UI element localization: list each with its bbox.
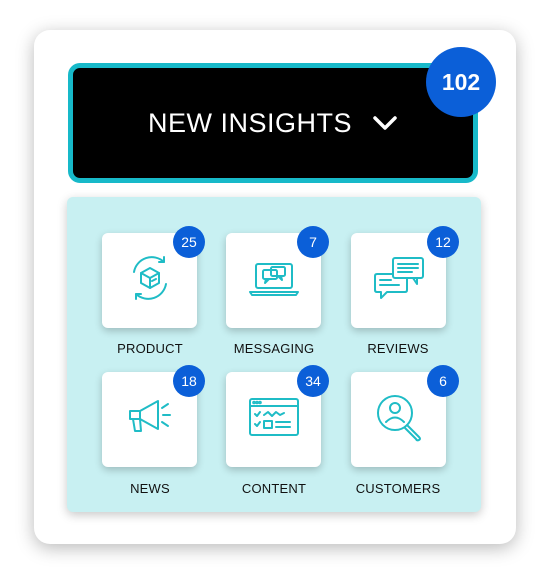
browser-content-icon [244,387,304,452]
user-search-icon [369,387,429,452]
label-customers: CUSTOMERS [355,481,441,496]
label-reviews: REVIEWS [367,341,429,356]
tile-product[interactable] [102,233,197,328]
count-badge-product: 25 [173,226,205,258]
count-badge-news: 18 [173,365,205,397]
count-badge-content: 34 [297,365,329,397]
chevron-down-icon [372,115,398,131]
total-count-badge: 102 [426,47,496,117]
chat-bubbles-icon [369,248,429,313]
laptop-chat-icon [244,248,304,313]
count-badge-customers: 6 [427,365,459,397]
count-badge-messaging: 7 [297,226,329,258]
new-insights-dropdown[interactable]: NEW INSIGHTS [68,63,478,183]
product-cycle-icon [120,248,180,313]
header-title: NEW INSIGHTS [147,107,352,138]
label-messaging: MESSAGING [233,341,315,356]
count-badge-reviews: 12 [427,226,459,258]
label-content: CONTENT [241,481,307,496]
label-product: PRODUCT [117,341,183,356]
megaphone-icon [120,387,180,452]
label-news: NEWS [130,481,170,496]
